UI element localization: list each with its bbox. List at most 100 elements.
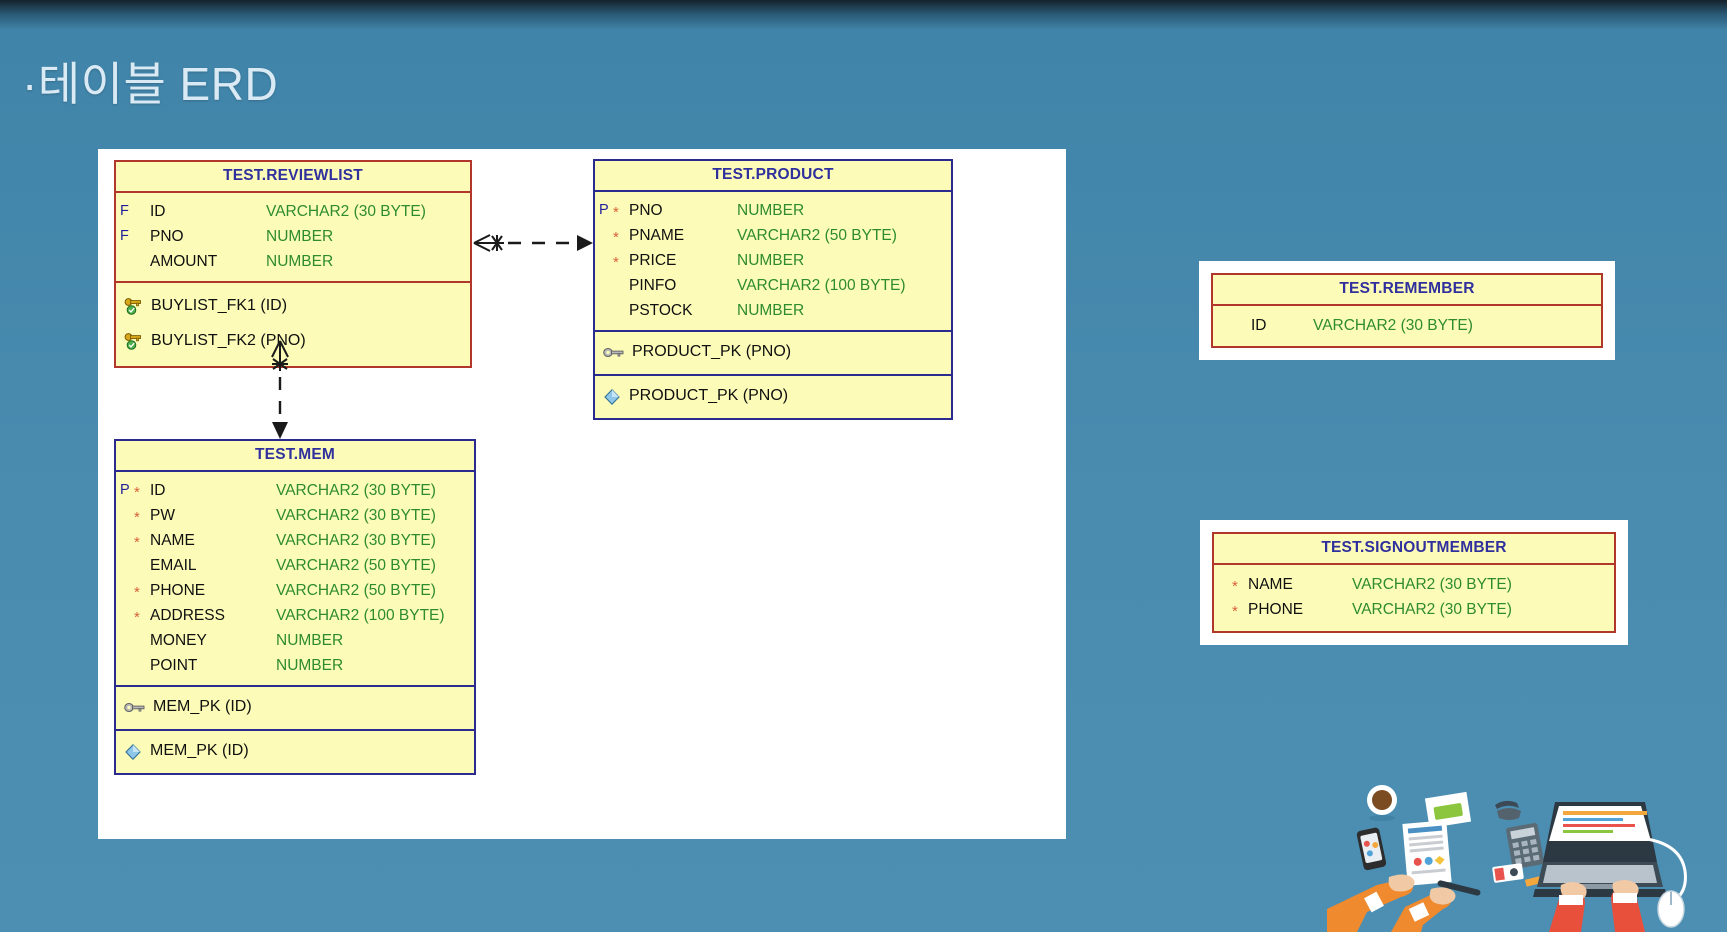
constraint-label: BUYLIST_FK2 (PNO) (151, 332, 306, 350)
column-name: PHONE (1248, 600, 1304, 618)
er-pk-mem: MEM_PK (ID) (116, 685, 474, 729)
column-type: NUMBER (266, 227, 334, 245)
column-required (134, 210, 150, 213)
constraint-label: MEM_PK (ID) (150, 742, 249, 760)
er-columns-remember: ID VARCHAR2 (30 BYTE) (1213, 306, 1601, 346)
column-type: VARCHAR2 (30 BYTE) (266, 202, 426, 220)
list-item[interactable]: BUYLIST_FK2 (PNO) (116, 324, 470, 359)
er-table-title-reviewlist: TEST.REVIEWLIST (116, 162, 470, 194)
calculator-icon (1506, 823, 1544, 869)
foreign-key-icon (124, 298, 143, 316)
column-name: ADDRESS (150, 606, 225, 624)
column-required: * (134, 583, 140, 601)
eyeglasses-icon (1495, 800, 1521, 820)
table-row: * PNAME VARCHAR2 (50 BYTE) (595, 223, 951, 248)
list-item[interactable]: BUYLIST_FK1 (ID) (116, 289, 470, 324)
column-key-flag: F (120, 203, 129, 220)
column-type: NUMBER (276, 631, 344, 649)
coffee-cup-icon (1367, 785, 1397, 821)
relationship-reviewlist-to-product (473, 234, 593, 252)
column-name: EMAIL (150, 556, 197, 574)
column-name: ID (150, 481, 166, 499)
table-row: * NAME VARCHAR2 (30 BYTE) (1214, 572, 1614, 597)
er-table-title-mem: TEST.MEM (116, 441, 474, 473)
column-key-flag: P (120, 482, 130, 499)
column-required: * (134, 533, 140, 551)
column-key-flag: P (599, 202, 609, 219)
column-type: VARCHAR2 (30 BYTE) (276, 481, 436, 499)
column-type: VARCHAR2 (100 BYTE) (276, 606, 445, 624)
usb-stick-icon (1492, 863, 1524, 883)
laptop-icon (1533, 802, 1667, 897)
column-required (1235, 324, 1251, 327)
constraint-label: PRODUCT_PK (PNO) (632, 343, 792, 361)
list-item[interactable]: PRODUCT_PK (PNO) (595, 335, 951, 370)
column-type: VARCHAR2 (30 BYTE) (276, 531, 436, 549)
table-row: PSTOCK NUMBER (595, 298, 951, 323)
column-required: * (613, 203, 619, 221)
column-name: ID (150, 202, 166, 220)
column-required (134, 564, 150, 567)
er-table-product[interactable]: TEST.PRODUCT P * PNO NUMBER * PNAME VARC… (593, 159, 953, 421)
table-row: * ADDRESS VARCHAR2 (100 BYTE) (116, 603, 474, 628)
er-table-remember[interactable]: TEST.REMEMBER ID VARCHAR2 (30 BYTE) (1211, 273, 1603, 349)
er-table-title-signoutmember: TEST.SIGNOUTMEMBER (1214, 534, 1614, 566)
list-item[interactable]: MEM_PK (ID) (116, 690, 474, 725)
table-row: * PRICE NUMBER (595, 248, 951, 273)
er-table-mem[interactable]: TEST.MEM P * ID VARCHAR2 (30 BYTE) * PW … (114, 439, 476, 776)
er-table-signoutmember[interactable]: TEST.SIGNOUTMEMBER * NAME VARCHAR2 (30 B… (1212, 532, 1616, 634)
column-required (134, 260, 150, 263)
column-name: PNAME (629, 226, 685, 244)
pen-icon (1437, 880, 1481, 896)
column-required (613, 284, 629, 287)
table-row: ID VARCHAR2 (30 BYTE) (1213, 313, 1601, 338)
column-name: PSTOCK (629, 301, 693, 319)
computer-mouse-icon (1646, 837, 1687, 928)
column-required: * (1232, 602, 1238, 620)
constraint-label: MEM_PK (ID) (153, 698, 252, 716)
column-type: VARCHAR2 (30 BYTE) (1352, 575, 1512, 593)
column-name: MONEY (150, 631, 207, 649)
table-row: PINFO VARCHAR2 (100 BYTE) (595, 273, 951, 298)
column-name: AMOUNT (150, 252, 218, 270)
table-row: * NAME VARCHAR2 (30 BYTE) (116, 528, 474, 553)
table-row: MONEY NUMBER (116, 628, 474, 653)
er-table-reviewlist[interactable]: TEST.REVIEWLIST F ID VARCHAR2 (30 BYTE) … (114, 160, 472, 369)
column-type: VARCHAR2 (100 BYTE) (737, 276, 906, 294)
column-name: NAME (1248, 575, 1293, 593)
page-title: ·테이블 ERD (22, 58, 279, 110)
table-row: POINT NUMBER (116, 653, 474, 678)
list-item[interactable]: PRODUCT_PK (PNO) (595, 379, 951, 414)
constraint-label: BUYLIST_FK1 (ID) (151, 297, 288, 315)
er-index-mem: MEM_PK (ID) (116, 729, 474, 773)
hand-right-second-icon (1611, 880, 1645, 932)
list-item[interactable]: MEM_PK (ID) (116, 734, 474, 769)
er-index-product: PRODUCT_PK (PNO) (595, 374, 951, 418)
constraint-label: PRODUCT_PK (PNO) (629, 387, 789, 405)
hand-right-icon (1549, 882, 1587, 932)
column-name: POINT (150, 656, 198, 674)
column-required (134, 664, 150, 667)
float-card-signoutmember: TEST.SIGNOUTMEMBER * NAME VARCHAR2 (30 B… (1200, 520, 1628, 646)
er-columns-product: P * PNO NUMBER * PNAME VARCHAR2 (50 BYTE… (595, 192, 951, 330)
column-required: * (613, 253, 619, 271)
column-type: VARCHAR2 (50 BYTE) (737, 226, 897, 244)
column-name: PHONE (150, 581, 206, 599)
table-row: EMAIL VARCHAR2 (50 BYTE) (116, 553, 474, 578)
column-required: * (613, 228, 619, 246)
column-required: * (134, 608, 140, 626)
er-columns-mem: P * ID VARCHAR2 (30 BYTE) * PW VARCHAR2 … (116, 472, 474, 685)
column-required: * (134, 483, 140, 501)
column-key-flag: F (120, 228, 129, 245)
column-type: NUMBER (737, 301, 805, 319)
hand-left-icon (1327, 874, 1415, 932)
column-type: NUMBER (737, 251, 805, 269)
column-required (613, 309, 629, 312)
primary-key-icon (124, 700, 145, 715)
table-row: P * PNO NUMBER (595, 198, 951, 223)
column-type: VARCHAR2 (30 BYTE) (1352, 600, 1512, 618)
smartphone-icon (1356, 827, 1387, 871)
column-type: VARCHAR2 (30 BYTE) (1313, 316, 1473, 334)
table-row: F PNO NUMBER (116, 224, 470, 249)
column-type: NUMBER (737, 201, 805, 219)
